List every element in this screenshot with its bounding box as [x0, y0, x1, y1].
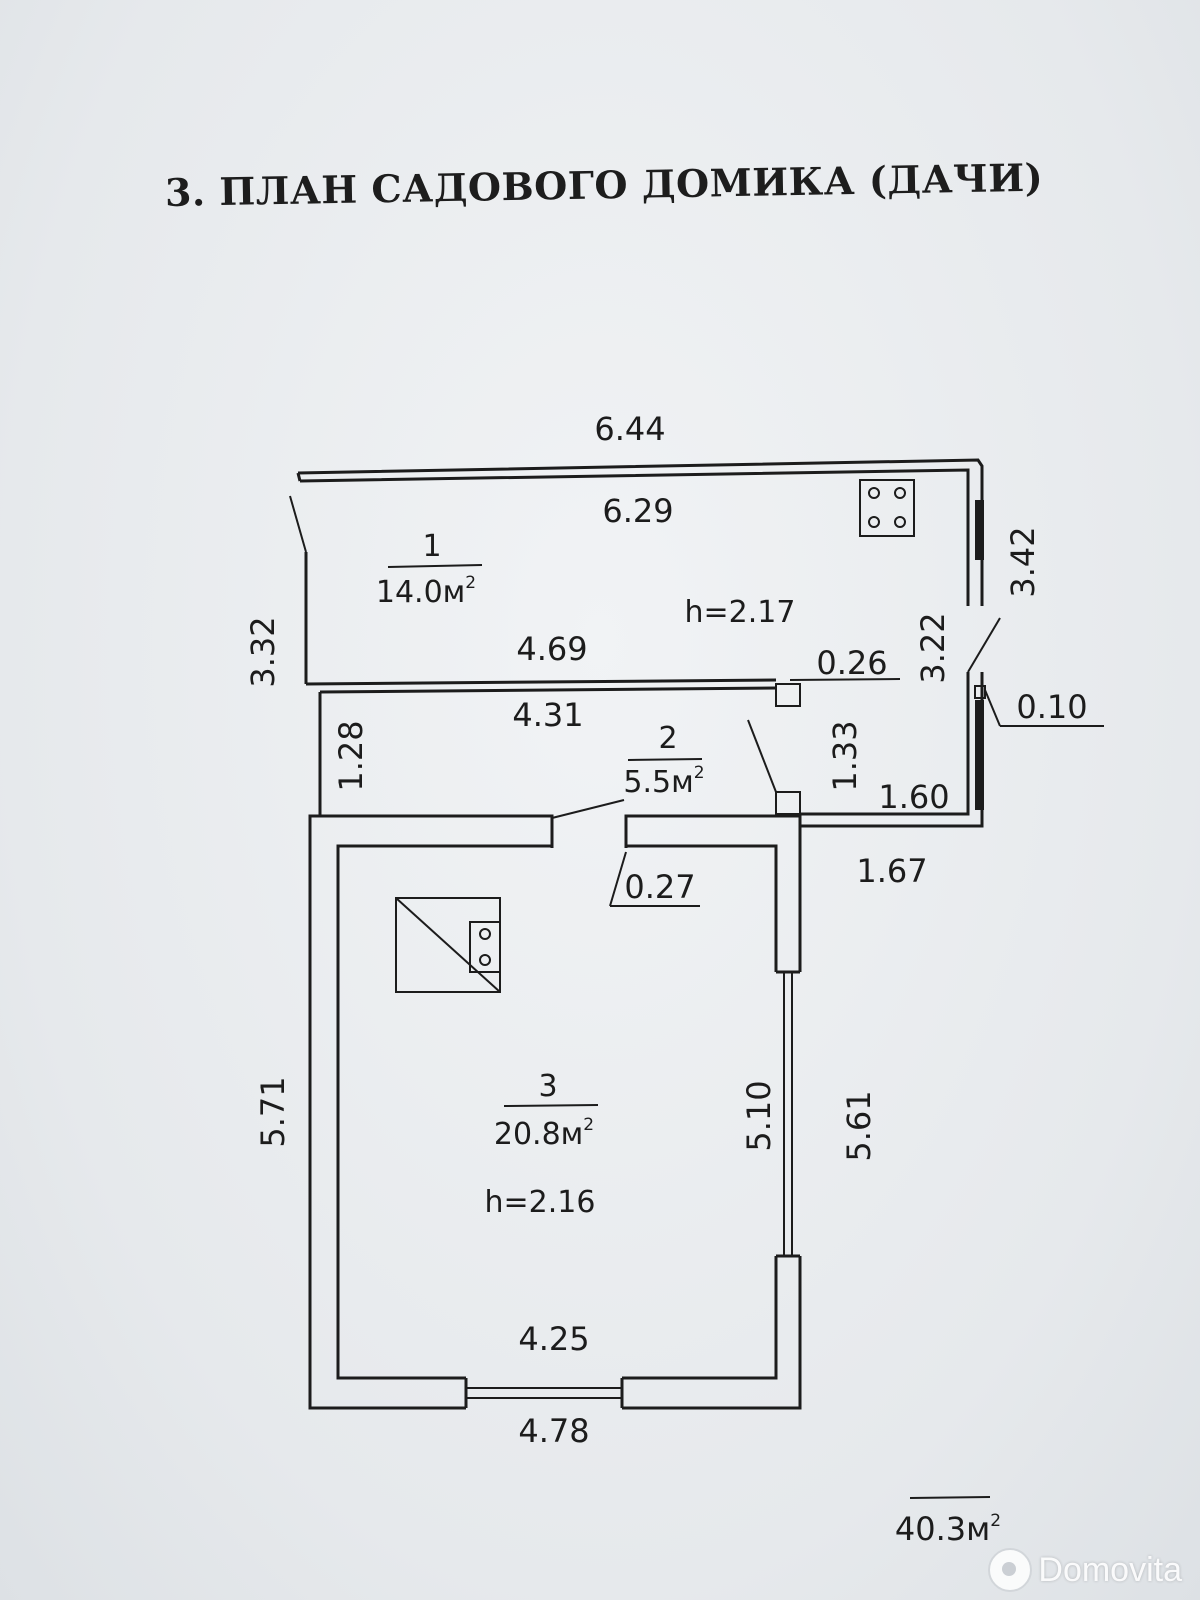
dim-door-wall: 0.27 [624, 868, 695, 906]
dim-outer-step: 1.67 [856, 852, 927, 890]
dim-room2-right: 1.33 [826, 720, 864, 791]
room-1-number: 1 [422, 529, 441, 564]
room-1-height: h=2.17 [685, 595, 796, 630]
room-3-area: 20.8м2 [494, 1115, 594, 1152]
room-2-area: 5.5м2 [623, 763, 704, 800]
dim-right-outer: 3.42 [1004, 526, 1042, 597]
dim-wall-thickness: 0.10 [1016, 688, 1087, 726]
dim-room2-left: 1.28 [332, 720, 370, 791]
total-area: 40.3м2 [895, 1510, 1001, 1548]
dim-left-upper: 3.32 [244, 616, 282, 687]
dim-room1-bottom: 4.69 [516, 630, 587, 668]
room-3-walls [308, 799, 802, 1410]
dim-room3-inner-bottom: 4.25 [518, 1320, 589, 1358]
room-3-number: 3 [538, 1069, 557, 1104]
dim-bottom-outer: 4.78 [518, 1412, 589, 1450]
dim-room3-inner-right: 5.10 [740, 1080, 778, 1151]
dim-top-inner: 6.29 [602, 492, 673, 530]
room-3-height: h=2.16 [485, 1185, 596, 1220]
dim-partition: 0.26 [816, 644, 887, 682]
dim-room2-top: 4.31 [512, 696, 583, 734]
room-2-walls [318, 683, 801, 816]
stove-icon [859, 479, 915, 537]
room-1-area: 14.0м2 [376, 573, 476, 610]
room-1-walls [289, 458, 1001, 828]
domovita-logo-icon [988, 1548, 1033, 1592]
dim-right-lower: 5.61 [840, 1090, 878, 1161]
sauna-stove-icon [395, 897, 501, 993]
dim-right-inner: 3.22 [914, 612, 952, 683]
watermark-text: Domovita [1038, 1550, 1182, 1589]
dim-left-lower: 5.71 [254, 1076, 292, 1147]
room-2-number: 2 [658, 721, 677, 756]
dim-room2-bottom: 1.60 [878, 778, 949, 816]
dim-top-outer: 6.44 [594, 410, 665, 448]
watermark: Domovita [988, 1546, 1182, 1594]
